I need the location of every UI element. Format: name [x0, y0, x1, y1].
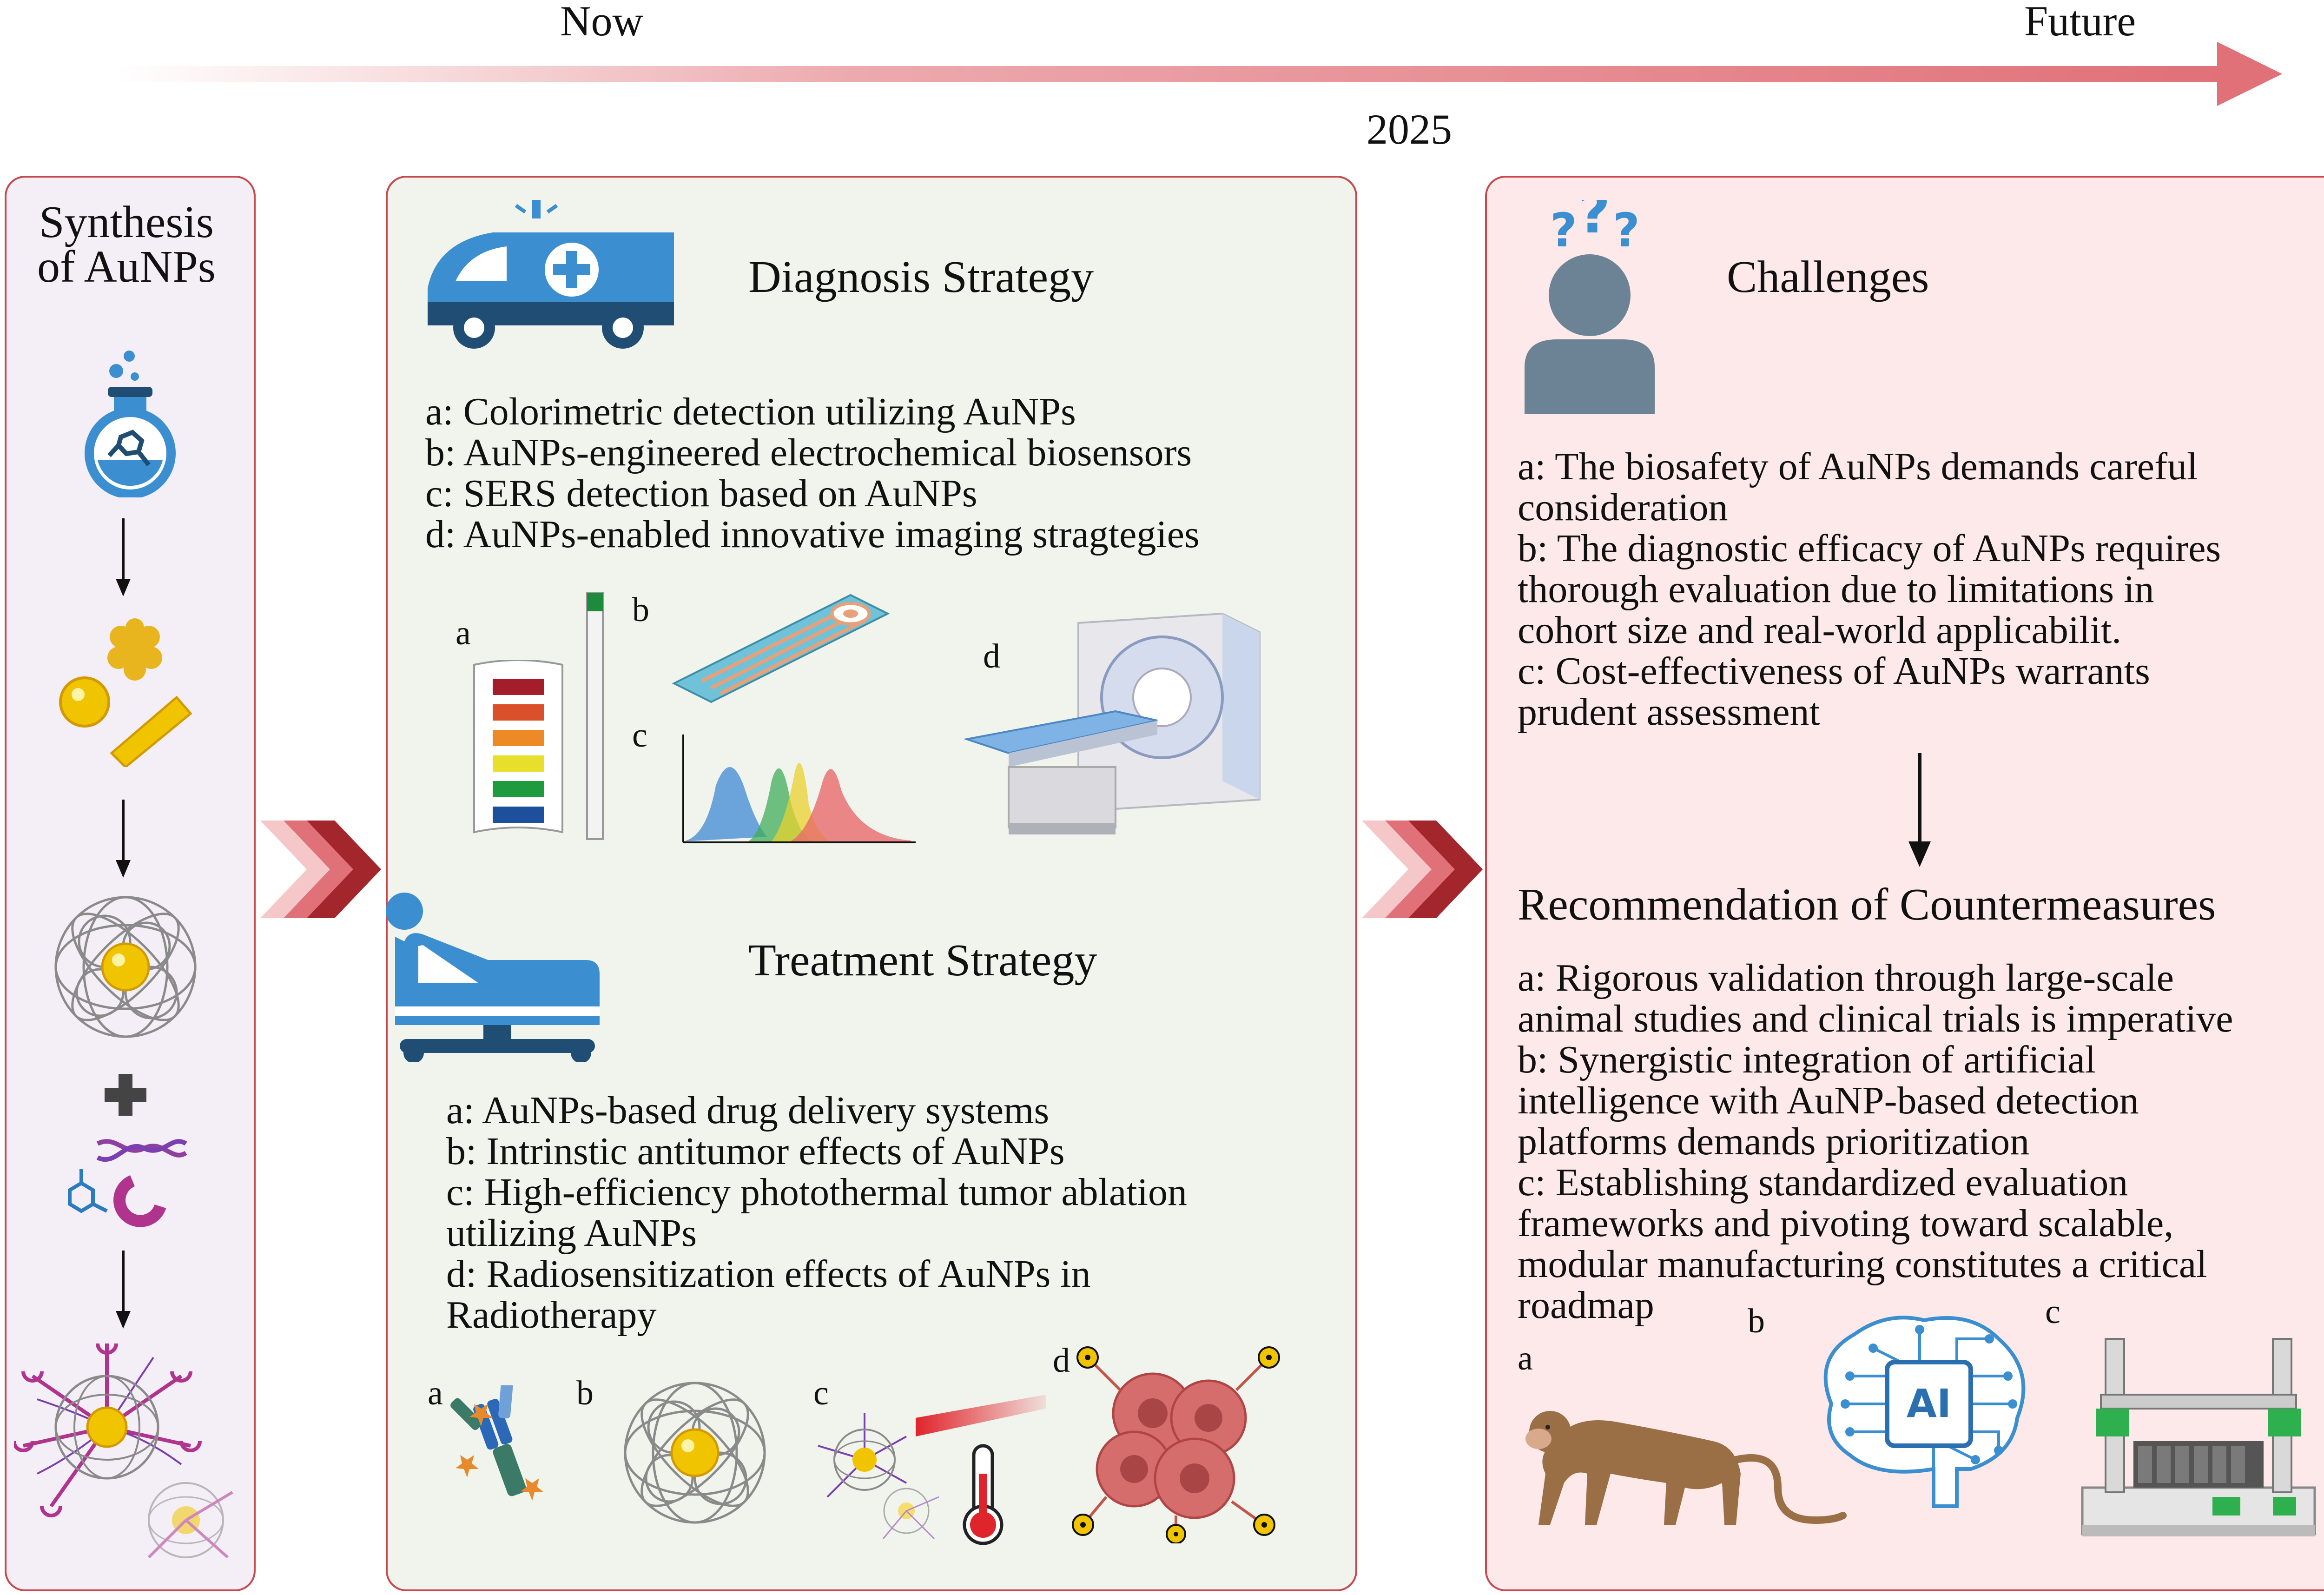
timeline-arrow	[116, 42, 2282, 106]
countermeasures-item-c-cont1: frameworks and pivoting toward scalable,	[1518, 1202, 2174, 1245]
chevron-arrow-left	[260, 821, 381, 918]
patient-bed-icon	[386, 893, 600, 1062]
treatment-figure-label-a: a	[428, 1374, 443, 1412]
treatment-figure-label-c: c	[813, 1374, 829, 1412]
diagnosis-item-c: c: SERS detection based on AuNPs	[425, 472, 977, 515]
countermeasures-item-a: a: Rigorous validation through large-sca…	[1518, 956, 2174, 999]
challenges-item-b-cont2: cohort size and real-world applicabilit.	[1518, 609, 2122, 652]
challenges-item-b-cont1: thorough evaluation due to limitations i…	[1518, 568, 2154, 611]
diagnosis-figure-label-a: a	[456, 614, 471, 652]
timeline-end-label: Future	[2024, 0, 2136, 45]
diagnosis-item-b: b: AuNPs-engineered electrochemical bios…	[425, 431, 1192, 474]
challenges-item-a: a: The biosafety of AuNPs demands carefu…	[1518, 445, 2198, 488]
treatment-item-c: c: High-efficiency photothermal tumor ab…	[446, 1171, 1187, 1214]
timeline-year-label: 2025	[1367, 106, 1452, 153]
challenges-list: a: The biosafety of AuNPs demands carefu…	[1518, 446, 2221, 733]
synthesis-title: Synthesis of AuNPs	[24, 197, 229, 292]
thermometer-icon	[963, 1444, 1004, 1545]
flask-icon	[85, 351, 176, 497]
chevron-arrow-right	[1362, 821, 1483, 918]
electrode-sensor-icon	[672, 594, 890, 703]
functionalized-nanoparticles-icon	[14, 1343, 233, 1559]
diagnosis-figure-label-d: d	[983, 637, 1000, 675]
automated-manufacturing-icon	[2081, 1338, 2316, 1536]
countermeasures-item-b-cont2: platforms demands prioritization	[1518, 1120, 2030, 1163]
plus-icon	[105, 1074, 146, 1116]
ambulance-icon	[428, 200, 674, 349]
photothermal-nanoparticle-icon	[818, 1413, 939, 1540]
countermeasures-item-a-cont: animal studies and clinical trials is im…	[1518, 997, 2233, 1040]
treatment-title: Treatment Strategy	[748, 935, 1097, 986]
treatment-item-c-cont: utilizing AuNPs	[446, 1211, 697, 1255]
treatment-figure-label-d: d	[1053, 1342, 1070, 1380]
coated-nanoparticle-icon	[54, 896, 197, 1038]
challenges-item-b: b: The diagnostic efficacy of AuNPs requ…	[1518, 527, 2221, 570]
treatment-item-b: b: Intrinstic antitumor effects of AuNPs	[446, 1130, 1065, 1173]
countermeasures-list: a: Rigorous validation through large-sca…	[1518, 958, 2233, 1326]
svg-text:?: ?	[1550, 203, 1577, 258]
strategy-panel	[386, 176, 1357, 1591]
ligands-icon	[68, 1139, 187, 1227]
diagnosis-figure-label-b: b	[632, 591, 649, 629]
confused-person-icon: ? ? ?	[1525, 200, 1655, 414]
svg-text:?: ?	[1613, 203, 1640, 258]
challenges-item-a-cont: consideration	[1518, 486, 1728, 529]
timeline-start-label: Now	[560, 0, 643, 45]
synthesis-title-line2: of AuNPs	[37, 242, 216, 292]
countermeasures-figure-label-b: b	[1748, 1302, 1765, 1340]
treatment-list: a: AuNPs-based drug delivery systems b: …	[446, 1090, 1187, 1336]
tumor-radiosensitization-icon	[1072, 1346, 1280, 1543]
synthesis-arrow-2	[116, 800, 131, 878]
synthesis-arrow-1	[116, 518, 131, 596]
diagnosis-figure-label-c: c	[632, 716, 647, 754]
ct-scanner-icon	[963, 612, 1261, 834]
countermeasures-figure-label-a: a	[1518, 1339, 1533, 1377]
diagnosis-item-d: d: AuNPs-enabled innovative imaging stra…	[425, 513, 1200, 556]
diagnosis-title: Diagnosis Strategy	[748, 252, 1094, 302]
challenges-item-c-cont: prudent assessment	[1518, 690, 1820, 734]
challenges-to-countermeasures-arrow	[1908, 753, 1931, 867]
synthesis-arrow-3	[116, 1251, 131, 1329]
treatment-item-d: d: Radiosensitization effects of AuNPs i…	[446, 1252, 1091, 1296]
treatment-item-a: a: AuNPs-based drug delivery systems	[446, 1089, 1050, 1132]
synthesis-title-line1: Synthesis	[39, 197, 214, 247]
countermeasures-item-c-cont3: roadmap	[1518, 1284, 1654, 1327]
treatment-figure-label-b: b	[576, 1374, 594, 1412]
diagnosis-list: a: Colorimetric detection utilizing AuNP…	[425, 391, 1200, 555]
nanoparticle-shapes-icon	[59, 618, 192, 767]
countermeasures-item-b-cont1: intelligence with AuNP-based detection	[1518, 1079, 2139, 1122]
treatment-item-d-cont: Radiotherapy	[446, 1293, 657, 1337]
svg-text:?: ?	[1578, 200, 1611, 246]
countermeasures-item-c-cont2: modular manufacturing constitutes a crit…	[1518, 1243, 2207, 1286]
monkey-icon	[1525, 1411, 1847, 1525]
countermeasures-item-c: c: Establishing standardized evaluation	[1518, 1161, 2128, 1204]
laser-beam-icon	[916, 1395, 1046, 1436]
challenges-title: Challenges	[1727, 252, 1929, 302]
color-chart-icon	[473, 660, 563, 834]
sers-spectrum-icon	[682, 735, 916, 843]
ai-brain-icon: AI	[1823, 1316, 2026, 1508]
antibody-drug-icon	[450, 1385, 544, 1501]
countermeasures-title: Recommendation of Countermeasures	[1518, 880, 2216, 930]
challenges-item-c: c: Cost-effectiveness of AuNPs warrants	[1518, 649, 2150, 693]
diagnosis-item-a: a: Colorimetric detection utilizing AuNP…	[425, 390, 1076, 433]
test-strip-icon	[586, 592, 604, 840]
countermeasures-item-b: b: Synergistic integration of artificial	[1518, 1038, 2096, 1081]
ai-chip-label: AI	[1907, 1381, 1951, 1426]
antitumor-nanoparticle-icon	[624, 1382, 766, 1524]
countermeasures-figure-label-c: c	[2045, 1293, 2060, 1331]
